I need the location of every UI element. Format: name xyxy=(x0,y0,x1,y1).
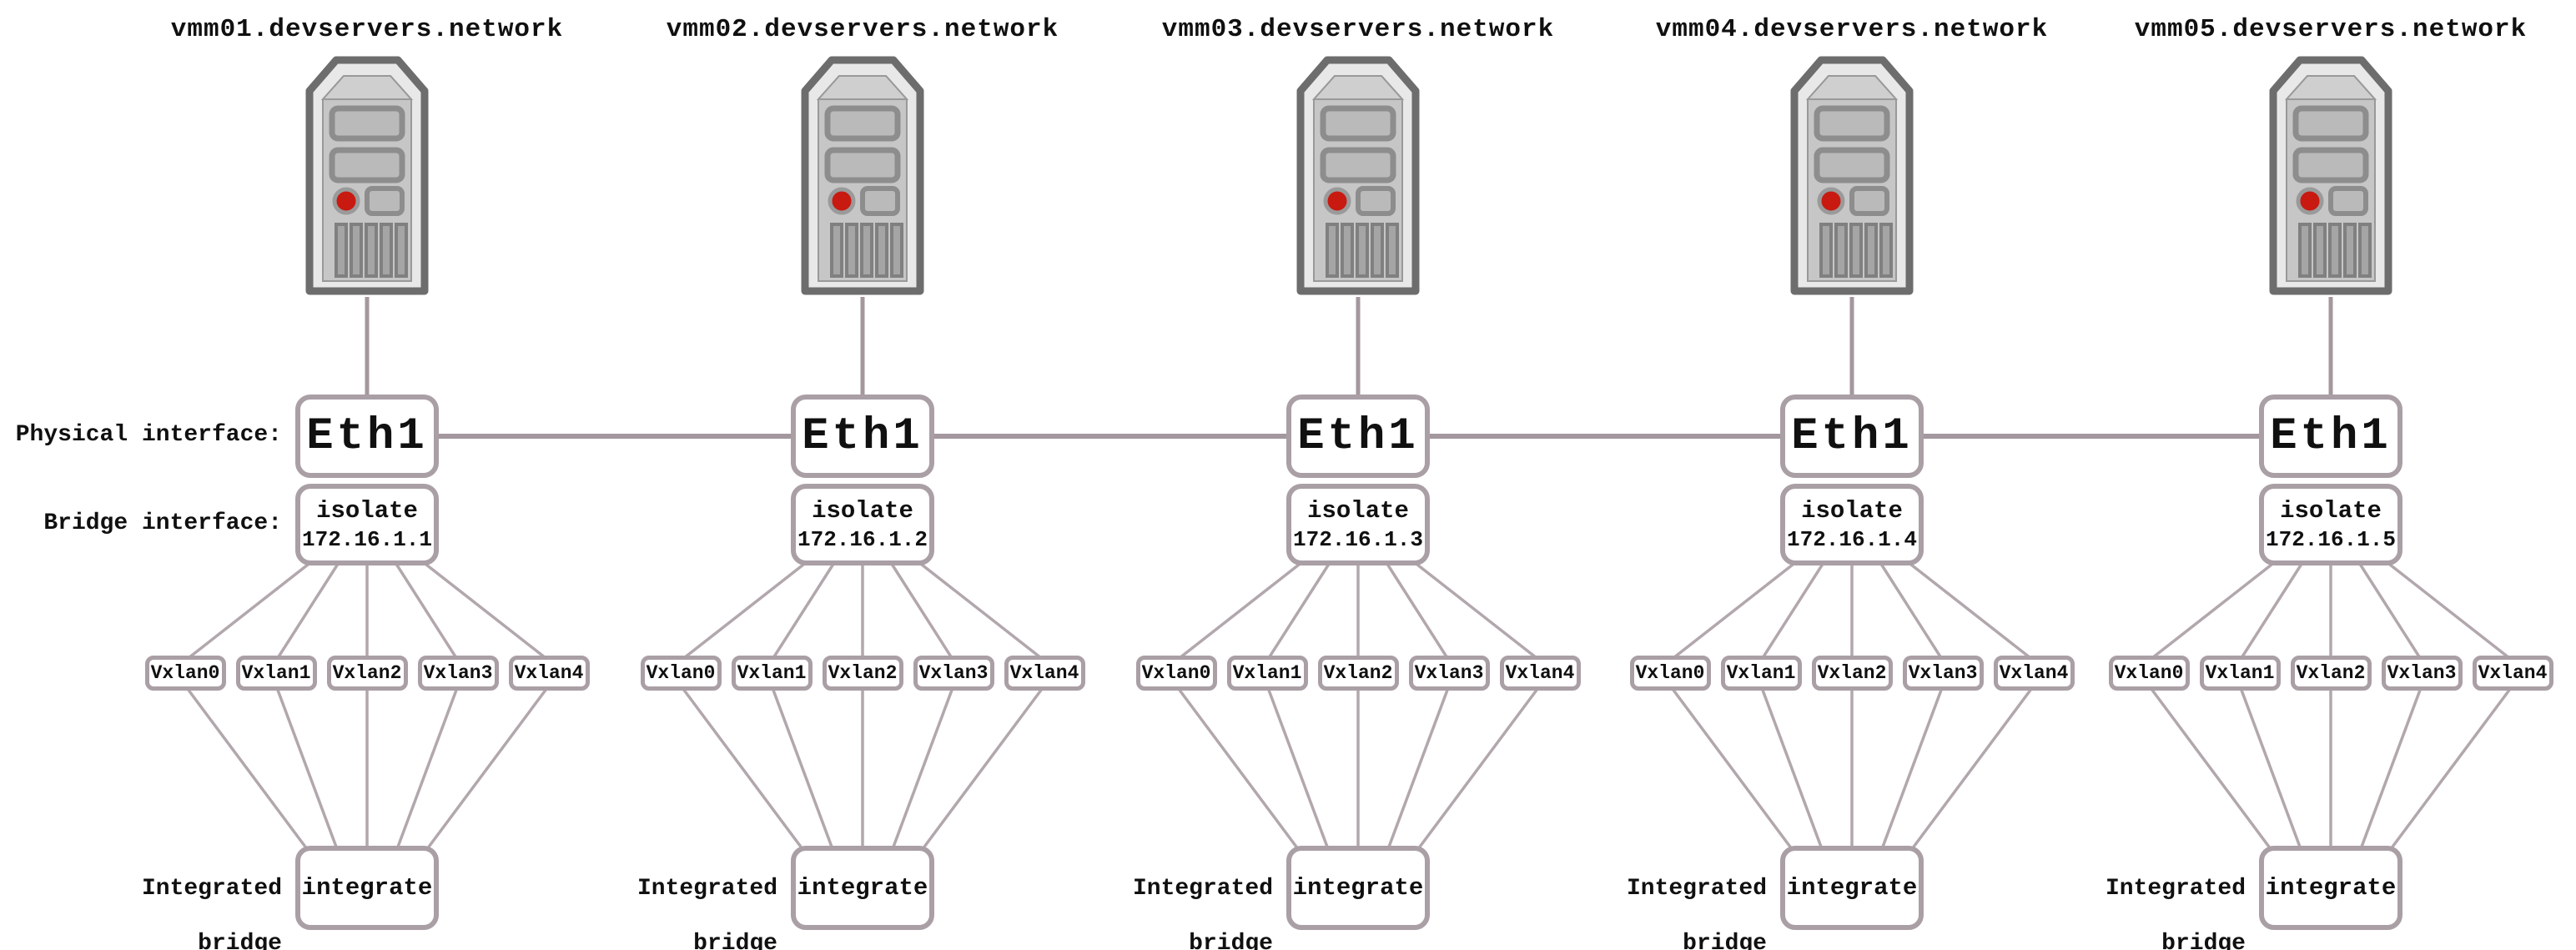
vxlan-box: Vxlan1 xyxy=(235,656,317,691)
physical-interface-box: Eth1 xyxy=(295,395,439,478)
bridge-ip: 172.16.1.1 xyxy=(301,527,433,552)
vxlan-box: Vxlan0 xyxy=(640,656,722,691)
vxlan-box: Vxlan3 xyxy=(2381,656,2463,691)
bridge-ip: 172.16.1.4 xyxy=(1786,527,1918,552)
vxlan-box: Vxlan4 xyxy=(1499,656,1581,691)
host-title: vmm04.devservers.network xyxy=(1655,15,2049,44)
host-title: vmm05.devservers.network xyxy=(2134,15,2528,44)
vxlan-box: Vxlan3 xyxy=(1902,656,1984,691)
server-icon xyxy=(794,53,931,297)
integrated-bridge-label: Integrated bridge interface: xyxy=(636,876,777,950)
vxlan-box: Vxlan3 xyxy=(913,656,994,691)
host-title: vmm03.devservers.network xyxy=(1161,15,1555,44)
vxlan-box: Vxlan2 xyxy=(1811,656,1893,691)
integrated-bridge-label: Integrated bridge interface: xyxy=(1626,876,1767,950)
integrated-bridge-label: Integrated bridge interface: xyxy=(141,876,282,950)
vxlan-box: Vxlan2 xyxy=(2290,656,2372,691)
integrated-bridge-box: integrate xyxy=(1780,846,1924,930)
bridge-ip: 172.16.1.2 xyxy=(797,527,928,552)
integrated-bridge-label: Integrated bridge interface: xyxy=(1132,876,1273,950)
vxlan-box: Vxlan1 xyxy=(2199,656,2281,691)
server-icon xyxy=(2262,53,2399,297)
bridge-ip: 172.16.1.5 xyxy=(2265,527,2397,552)
host-title: vmm02.devservers.network xyxy=(666,15,1059,44)
integrated-bridge-label: Integrated bridge interface: xyxy=(2105,876,2246,950)
physical-interface-label: Physical interface: xyxy=(15,422,282,448)
bridge-ip: 172.16.1.3 xyxy=(1292,527,1424,552)
server-icon xyxy=(1290,53,1426,297)
integrated-bridge-box: integrate xyxy=(2259,846,2402,930)
bridge-interface-box: isolate 172.16.1.3 xyxy=(1286,484,1430,565)
bridge-interface-label: Bridge interface: xyxy=(43,510,282,536)
server-icon xyxy=(1784,53,1920,297)
vxlan-box: Vxlan1 xyxy=(1226,656,1308,691)
vxlan-box: Vxlan0 xyxy=(144,656,226,691)
bridge-interface-box: isolate 172.16.1.5 xyxy=(2259,484,2402,565)
server-icon xyxy=(299,53,435,297)
vxlan-box: Vxlan2 xyxy=(822,656,903,691)
bridge-name: isolate xyxy=(1801,497,1903,525)
bridge-name: isolate xyxy=(1307,497,1409,525)
integrated-bridge-box: integrate xyxy=(295,846,439,930)
bridge-name: isolate xyxy=(812,497,913,525)
integrated-bridge-box: integrate xyxy=(791,846,934,930)
vxlan-box: Vxlan3 xyxy=(417,656,499,691)
vxlan-box: Vxlan0 xyxy=(1629,656,1711,691)
bridge-name: isolate xyxy=(2280,497,2382,525)
vxlan-box: Vxlan2 xyxy=(1317,656,1399,691)
bridge-interface-box: isolate 172.16.1.2 xyxy=(791,484,934,565)
physical-interface-box: Eth1 xyxy=(1286,395,1430,478)
physical-interface-box: Eth1 xyxy=(791,395,934,478)
vxlan-box: Vxlan0 xyxy=(1135,656,1217,691)
vxlan-box: Vxlan2 xyxy=(326,656,408,691)
vxlan-box: Vxlan4 xyxy=(1993,656,2075,691)
vxlan-box: Vxlan4 xyxy=(2472,656,2553,691)
vxlan-box: Vxlan4 xyxy=(508,656,590,691)
bridge-interface-box: isolate 172.16.1.1 xyxy=(295,484,439,565)
vxlan-box: Vxlan4 xyxy=(1004,656,1085,691)
physical-interface-box: Eth1 xyxy=(1780,395,1924,478)
bridge-interface-box: isolate 172.16.1.4 xyxy=(1780,484,1924,565)
physical-interface-box: Eth1 xyxy=(2259,395,2402,478)
vxlan-box: Vxlan1 xyxy=(1720,656,1802,691)
integrated-bridge-box: integrate xyxy=(1286,846,1430,930)
bridge-name: isolate xyxy=(316,497,418,525)
host-title: vmm01.devservers.network xyxy=(170,15,564,44)
vxlan-box: Vxlan0 xyxy=(2108,656,2190,691)
vxlan-box: Vxlan3 xyxy=(1408,656,1490,691)
vxlan-box: Vxlan1 xyxy=(731,656,813,691)
